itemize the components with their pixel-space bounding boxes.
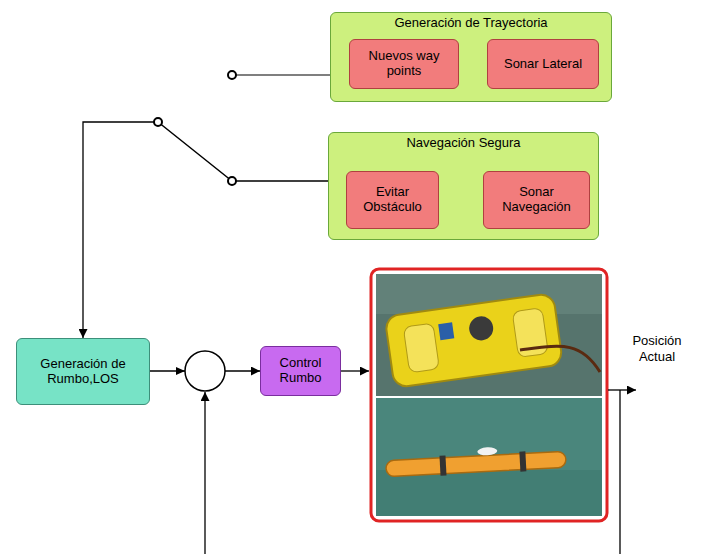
node-text: Sonar Navegación xyxy=(488,185,585,215)
node-text: Sonar Lateral xyxy=(492,57,594,72)
water-photo xyxy=(376,398,602,516)
process-box: Nuevos way points xyxy=(349,39,459,89)
switch-pivot xyxy=(154,118,162,126)
connector-arrow xyxy=(83,122,328,338)
vehicle-hull xyxy=(385,293,563,388)
vehicle-dome xyxy=(468,315,495,342)
tether-cable xyxy=(520,346,600,372)
output-wire xyxy=(608,389,636,390)
splash xyxy=(477,447,497,456)
process-box: Sonar Lateral xyxy=(487,39,599,89)
vehicle-sensor xyxy=(438,322,454,340)
node-text: Generación de Rumbo,LOS xyxy=(22,357,144,387)
water-shade xyxy=(376,470,602,516)
torpedo-band xyxy=(439,456,446,476)
photo-frame xyxy=(371,269,607,521)
switch-terminal xyxy=(228,71,236,79)
arrow-head xyxy=(176,367,185,375)
group-panel: Navegación SeguraEvitar Obstáculo Sonar N… xyxy=(328,132,599,240)
yellow-vehicle xyxy=(385,293,563,388)
process-box: Evitar Obstáculo xyxy=(346,171,439,229)
process-box: Generación de Rumbo,LOS xyxy=(16,338,150,405)
switch-wire xyxy=(236,74,330,76)
node-text: Navegación Segura xyxy=(332,136,595,151)
feedback-wire xyxy=(204,392,205,554)
node-text: Evitar Obstáculo xyxy=(351,185,434,215)
feedback-wire xyxy=(619,390,620,554)
torpedo-band xyxy=(519,451,526,471)
torpedo-body xyxy=(386,451,567,476)
vehicle-float xyxy=(403,323,439,373)
node-text: Generación de Trayectoria xyxy=(334,16,608,31)
process-box: Sonar Navegación xyxy=(483,171,590,229)
node-text: Nuevos way points xyxy=(354,49,454,79)
signal-wire xyxy=(341,370,369,371)
signal-label: Posición Actual xyxy=(614,333,700,364)
summing-junction xyxy=(185,351,225,391)
switch-terminal xyxy=(228,177,236,185)
control-box: Control Rumbo xyxy=(260,346,341,396)
group-panel: Generación de TrayectoriaNuevos way poin… xyxy=(330,12,612,102)
orange-torpedo xyxy=(385,443,566,478)
node-text: Control Rumbo xyxy=(265,356,336,386)
water-photo xyxy=(376,274,602,396)
